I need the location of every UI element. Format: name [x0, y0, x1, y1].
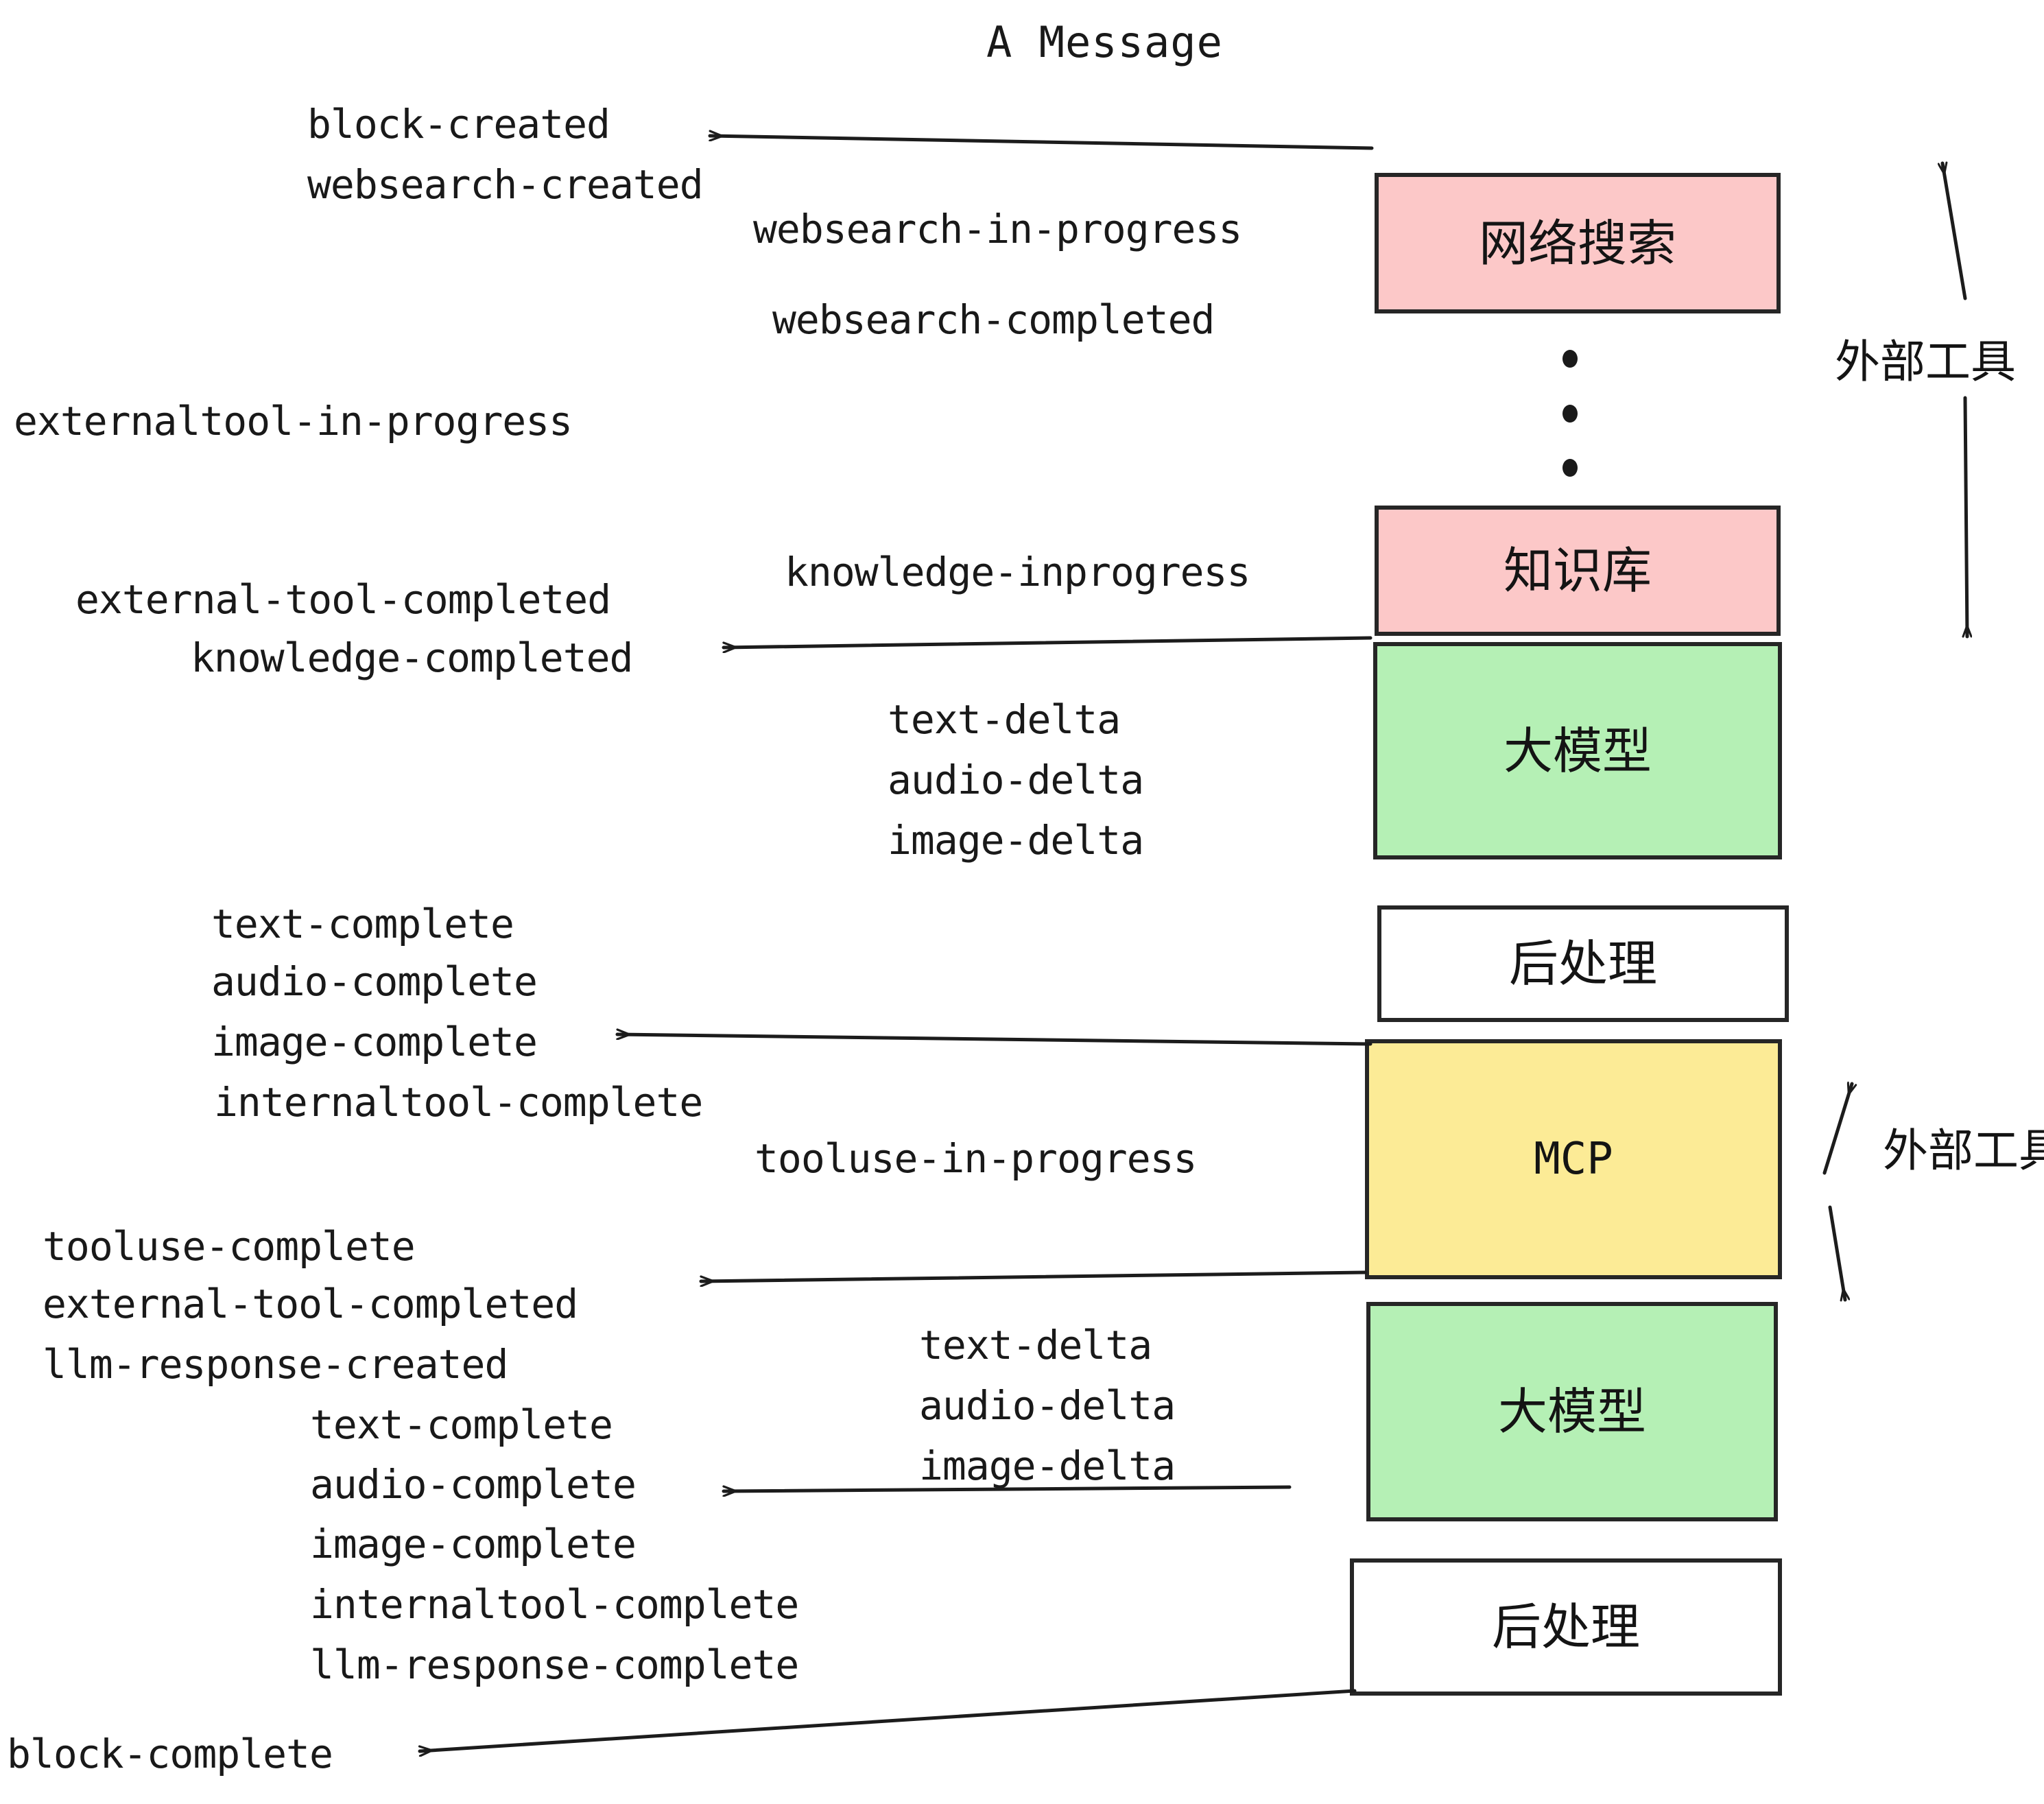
event-label-audio-complete-1: audio-complete [211, 958, 538, 1005]
event-label-image-complete-2: image-complete [310, 1521, 637, 1567]
event-label-block-complete: block-complete [7, 1731, 333, 1777]
event-label-tooluse-complete: tooluse-complete [43, 1223, 416, 1270]
ellipsis-dot [1562, 350, 1578, 368]
event-label-external-tool-completed-1: external-tool-completed [75, 576, 611, 623]
arrow-websearch-to-block [708, 136, 1374, 150]
event-label-knowledge-completed: knowledge-completed [191, 634, 633, 681]
side-label-external-tools-top: 外部工具 [1835, 335, 2016, 388]
node-label-llm-1: 大模型 [1503, 722, 1652, 780]
node-llm-1[interactable]: 大模型 [1373, 642, 1782, 859]
ellipsis-dot [1562, 459, 1578, 477]
event-label-llm-response-created: llm-response-created [43, 1341, 508, 1388]
arrow-tooluse-complete [699, 1270, 1367, 1281]
event-label-audio-delta-1: audio-delta [888, 757, 1144, 803]
event-label-text-delta-2: text-delta [919, 1322, 1152, 1368]
event-label-text-delta-1: text-delta [888, 696, 1121, 743]
event-label-block-created: block-created [307, 101, 610, 147]
event-label-image-delta-1: image-delta [888, 817, 1144, 864]
event-label-websearch-completed: websearch-completed [772, 296, 1215, 343]
event-label-knowledge-inprogress: knowledge-inprogress [785, 549, 1250, 595]
bracket-bottom-down [1828, 1205, 1845, 1302]
bracket-bottom-up [1822, 1084, 1852, 1175]
page-title: A Message [986, 17, 1223, 67]
node-llm-2[interactable]: 大模型 [1366, 1302, 1778, 1521]
node-websearch[interactable]: 网络搜索 [1375, 173, 1781, 313]
event-label-websearch-created: websearch-created [307, 161, 704, 208]
event-label-internaltool-complete-1: internaltool-complete [214, 1079, 703, 1126]
event-label-internaltool-complete-2: internaltool-complete [310, 1581, 799, 1628]
event-label-image-complete-1: image-complete [211, 1019, 538, 1065]
bracket-top-down [1965, 396, 1967, 639]
arrow-block-complete [418, 1689, 1357, 1751]
event-label-text-complete-1: text-complete [211, 901, 514, 947]
event-label-externaltool-in-progress: externaltool-in-progress [14, 398, 573, 444]
event-label-text-complete-2: text-complete [310, 1401, 613, 1448]
event-label-image-delta-2: image-delta [919, 1443, 1176, 1489]
event-label-websearch-in-progress: websearch-in-progress [753, 206, 1242, 252]
node-label-postprocess-2: 后处理 [1491, 1598, 1640, 1656]
event-label-audio-delta-2: audio-delta [919, 1382, 1176, 1429]
event-label-tooluse-in-progress: tooluse-in-progress [754, 1135, 1197, 1182]
bracket-top-up [1942, 161, 1967, 300]
node-knowledge[interactable]: 知识库 [1375, 506, 1781, 636]
event-label-llm-response-complete: llm-response-complete [310, 1641, 799, 1688]
node-mcp[interactable]: MCP [1365, 1039, 1782, 1279]
event-label-audio-complete-2: audio-complete [310, 1461, 637, 1508]
ellipsis-dot [1562, 404, 1578, 423]
node-label-mcp: MCP [1534, 1134, 1613, 1185]
arrow-image-complete [615, 1034, 1372, 1046]
node-label-postprocess-1: 后处理 [1508, 935, 1657, 993]
side-label-external-tools-bottom: 外部工具 [1883, 1124, 2044, 1177]
node-label-websearch: 网络搜索 [1478, 214, 1676, 272]
node-label-knowledge: 知识库 [1503, 542, 1652, 600]
node-label-llm-2: 大模型 [1497, 1383, 1646, 1440]
node-postprocess-1[interactable]: 后处理 [1377, 905, 1789, 1022]
vertical-ellipsis [1562, 350, 1578, 477]
arrow-knowledge-completed [722, 636, 1372, 648]
event-label-external-tool-completed-2: external-tool-completed [43, 1281, 578, 1327]
node-postprocess-2[interactable]: 后处理 [1350, 1558, 1782, 1696]
